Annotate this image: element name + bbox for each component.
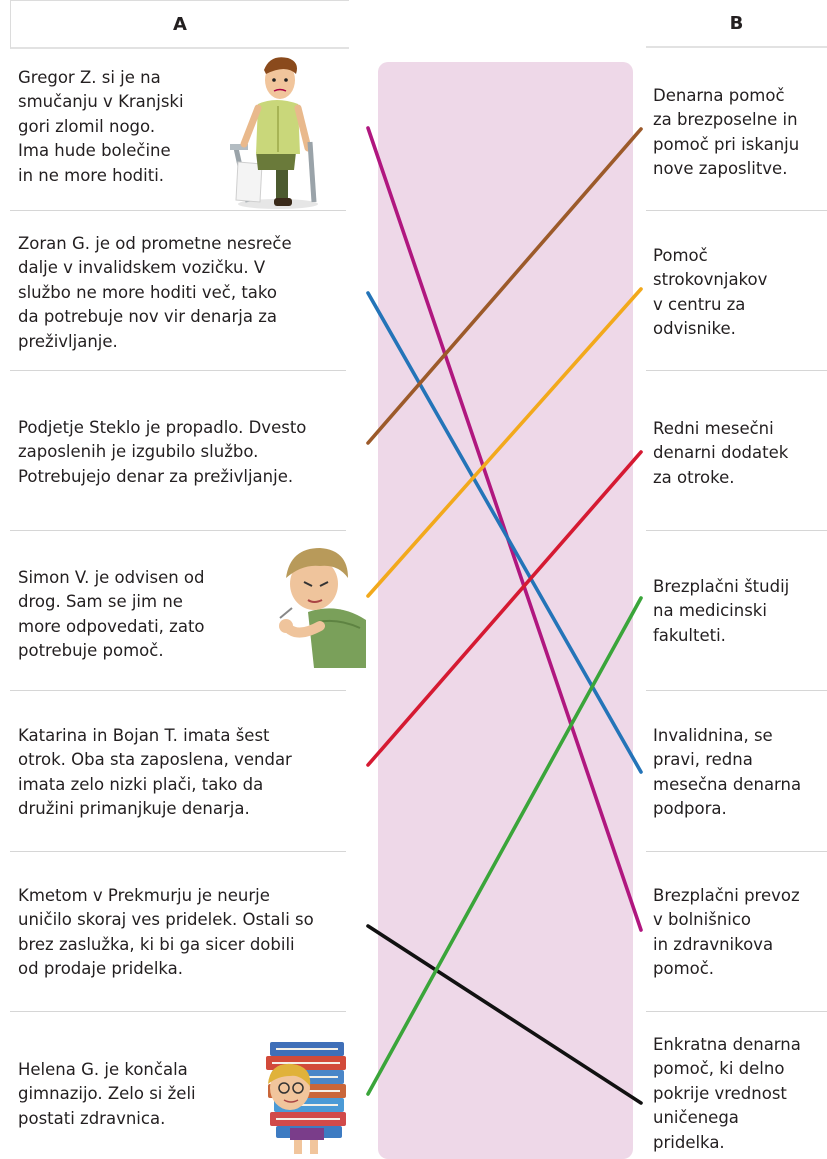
row-divider	[10, 851, 346, 852]
row-divider	[10, 210, 346, 211]
row-divider	[646, 1011, 827, 1012]
aid-b3-text: Redni mesečni denarni dodatek za otroke.	[653, 419, 789, 487]
aid-b5-text: Invalidnina, se pravi, redna mesečna den…	[653, 726, 802, 819]
case-a1-text: Gregor Z. si je na smučanju v Kranjski g…	[18, 68, 184, 185]
column-a-header: A	[10, 0, 349, 49]
row-divider	[646, 690, 827, 691]
row-divider	[646, 210, 827, 211]
case-a7-text: Helena G. je končala gimnazijo. Zelo si …	[18, 1060, 196, 1128]
row-divider	[646, 530, 827, 531]
row-divider	[10, 1011, 346, 1012]
boy-with-drugs-illustration	[279, 548, 366, 668]
row-divider	[10, 530, 346, 531]
aid-b7-text: Enkratna denarna pomoč, ki delno pokrije…	[653, 1035, 801, 1152]
row-divider	[10, 370, 346, 371]
row-divider	[646, 851, 827, 852]
aid-b6-text: Brezplačni prevoz v bolnišnico in zdravn…	[653, 886, 800, 979]
case-a4-text: Simon V. je odvisen od drog. Sam se jim …	[18, 568, 205, 661]
case-a3-text: Podjetje Steklo je propadlo. Dvesto zapo…	[18, 418, 307, 486]
aid-b2-text: Pomoč strokovnjakov v centru za odvisnik…	[653, 246, 768, 339]
column-b-header: B	[646, 0, 827, 48]
row-divider	[10, 690, 346, 691]
case-a5-text: Katarina in Bojan T. imata šest otrok. O…	[18, 726, 292, 819]
aid-b1-text: Denarna pomoč za brezposelne in pomoč pr…	[653, 86, 800, 179]
row-divider	[646, 370, 827, 371]
boy-on-crutches-illustration	[230, 57, 318, 209]
case-a2-text: Zoran G. je od prometne nesreče dalje v …	[18, 234, 292, 351]
matching-area	[378, 62, 633, 1159]
aid-b4-text: Brezplačni študij na medicinski fakultet…	[653, 577, 790, 645]
case-a6-text: Kmetom v Prekmurju je neurje uničilo sko…	[18, 886, 314, 979]
girl-with-books-illustration	[266, 1042, 346, 1154]
